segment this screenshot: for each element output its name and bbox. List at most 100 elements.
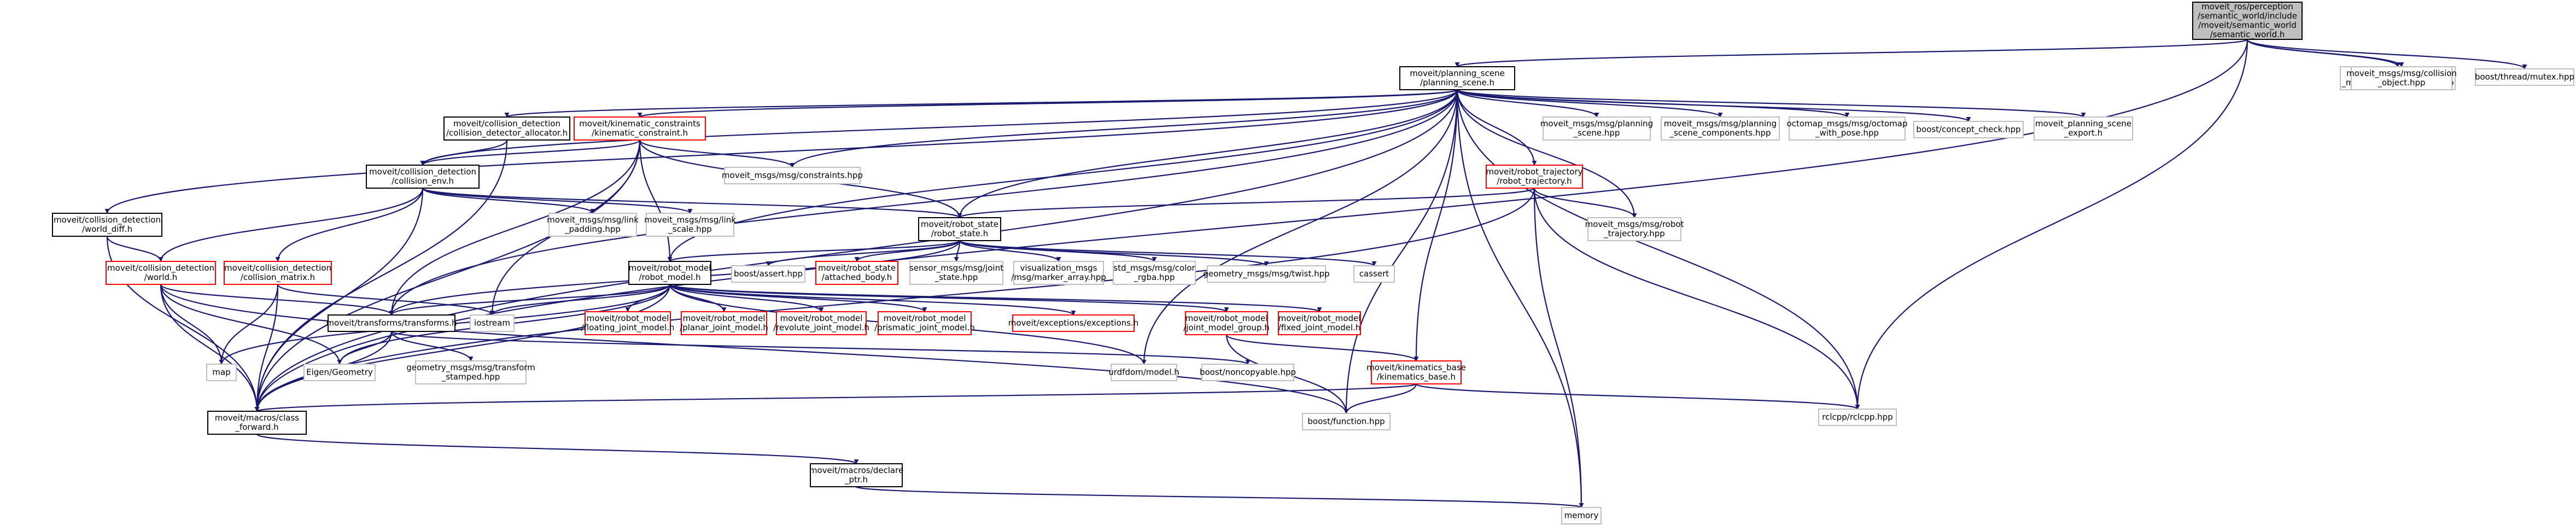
edge-transforms-to-transform-stamped xyxy=(390,331,474,361)
edge-class-forward-to-declare-ptr xyxy=(256,433,859,465)
node-label-line: moveit/macros/declare xyxy=(809,465,903,475)
node-planar-joint[interactable]: moveit/robot_model/planar_joint_model.h xyxy=(680,311,768,335)
node-label-line: memory xyxy=(1564,511,1599,521)
node-urdfdom: urdfdom/model.h xyxy=(1108,364,1179,381)
node-label-line: cassert xyxy=(1359,269,1389,279)
edge-planning-scene-to-ps-export xyxy=(1456,89,2086,118)
node-box xyxy=(1185,311,1268,335)
node-box xyxy=(224,261,332,285)
node-box xyxy=(1661,116,1780,141)
node-box xyxy=(1486,165,1583,189)
node-box xyxy=(646,213,734,237)
node-label-line: Eigen/Geometry xyxy=(306,368,373,377)
node-label-line: /planning_scene.h xyxy=(1420,78,1494,88)
node-world-diff[interactable]: moveit/collision_detection/world_diff.h xyxy=(52,213,162,237)
edge-root-to-collision-object xyxy=(2246,39,2404,67)
node-kinematics-base[interactable]: moveit/kinematics_base/kinematics_base.h xyxy=(1366,360,1466,384)
edge-root-to-planning-scene xyxy=(1455,38,2248,68)
edge-world-to-boost-function xyxy=(160,284,1349,414)
node-constraints: moveit_msgs/msg/constraints.hpp xyxy=(722,167,863,184)
edge-robot-trajectory-to-robot-state xyxy=(957,187,1535,219)
node-noncopyable: boost/noncopyable.hpp xyxy=(1200,364,1296,381)
edge-planning-scene-to-transforms xyxy=(389,89,1458,316)
edge-planning-scene-to-collision-env xyxy=(420,89,1458,166)
node-label-line: moveit/kinematic_constraints xyxy=(579,119,700,129)
node-label-line: /world_diff.h xyxy=(82,224,132,235)
node-collision-matrix[interactable]: moveit/collision_detection/collision_mat… xyxy=(224,261,332,285)
node-label-line: moveit/robot_trajectory xyxy=(1486,167,1582,177)
node-box xyxy=(810,463,903,487)
edge-world-to-map xyxy=(160,284,224,365)
node-box xyxy=(731,265,805,283)
node-joint-model-group[interactable]: moveit/robot_model/joint_model_group.h xyxy=(1183,311,1270,335)
node-class-forward[interactable]: moveit/macros/class_forward.h xyxy=(207,411,307,435)
edge-collision-env-to-robot-state xyxy=(422,187,962,219)
node-cd-allocator[interactable]: moveit/collision_detection/collision_det… xyxy=(443,116,570,141)
edge-planning-scene-to-constraints xyxy=(790,89,1458,168)
edge-robot-state-to-robot-model xyxy=(667,240,961,262)
node-root: moveit_ros/perception/semantic_world/inc… xyxy=(2192,2,2303,40)
node-label-line: rclcpp/rclcpp.hpp xyxy=(1822,412,1892,422)
node-exceptions[interactable]: moveit/exceptions/exceptions.h xyxy=(1008,314,1139,332)
node-collision-env[interactable]: moveit/collision_detection/collision_env… xyxy=(366,165,480,189)
node-box xyxy=(2475,68,2574,86)
node-robot-model[interactable]: moveit/robot_model/robot_model.h xyxy=(628,261,711,285)
edge-planning-scene-to-robot-state xyxy=(957,89,1458,218)
node-floating-joint[interactable]: moveit/robot_model/floating_joint_model.… xyxy=(581,311,675,335)
edge-root-to-mutex xyxy=(2246,38,2527,70)
edge-robot-model-to-prismatic-joint xyxy=(669,283,927,313)
node-label-line: moveit/robot_model xyxy=(587,313,669,324)
node-label-line: /semantic_world/include xyxy=(2198,11,2297,21)
node-marker-array: visualization_msgs/msg/marker_array.hpp xyxy=(1011,261,1106,285)
node-world[interactable]: moveit/collision_detection/world.h xyxy=(106,261,216,285)
edge-kinematic-constraint-to-class-forward xyxy=(254,139,641,412)
node-transforms[interactable]: moveit/transforms/transforms.h xyxy=(326,314,457,332)
node-label-line: moveit_msgs/msg/constraints.hpp xyxy=(722,171,863,181)
node-robot-trajectory[interactable]: moveit/robot_trajectory/robot_trajectory… xyxy=(1486,165,1583,189)
dependency-edges xyxy=(104,38,2527,509)
edge-kinematic-constraint-to-robot-model xyxy=(639,139,673,262)
node-label-line: _with_pose.hpp xyxy=(1815,128,1879,138)
edge-planning-scene-to-class-forward xyxy=(254,89,1458,412)
node-mutex: boost/thread/mutex.hpp xyxy=(2475,68,2574,86)
node-label-line: boost/thread/mutex.hpp xyxy=(2475,72,2574,82)
edge-world-diff-to-world xyxy=(106,236,163,262)
node-box xyxy=(2034,116,2133,141)
node-label-line: moveit_ros/perception xyxy=(2201,2,2293,12)
edge-kinematics-base-to-rclcpp xyxy=(1415,383,1860,410)
node-fixed-joint[interactable]: moveit/robot_model/fixed_joint_model.h xyxy=(1278,311,1361,335)
edge-collision-matrix-to-class-forward xyxy=(254,284,279,412)
node-box xyxy=(878,311,972,335)
node-box xyxy=(1111,364,1177,381)
node-prismatic-joint[interactable]: moveit/robot_model/prismatic_joint_model… xyxy=(874,311,975,335)
node-declare-ptr[interactable]: moveit/macros/declare_ptr.h xyxy=(809,463,903,487)
node-boost-function: boost/function.hpp xyxy=(1302,413,1391,430)
node-robot-state[interactable]: moveit/robot_state/robot_state.h xyxy=(918,217,1001,241)
node-box xyxy=(328,314,455,332)
edge-cd-allocator-to-collision-env xyxy=(420,139,508,166)
node-box xyxy=(2192,2,2303,40)
edge-collision-env-to-class-forward xyxy=(254,188,424,412)
node-box xyxy=(724,167,861,184)
node-kinematic-constraint[interactable]: moveit/kinematic_constraints/kinematic_c… xyxy=(574,116,706,141)
node-boost-assert: boost/assert.hpp xyxy=(731,265,805,283)
edge-world-to-transforms xyxy=(160,284,394,316)
node-box xyxy=(1207,265,1326,283)
edge-robot-model-to-revolute-joint xyxy=(669,284,824,312)
node-box xyxy=(106,261,216,285)
node-box xyxy=(52,213,162,237)
node-collision-object: moveit_msgs/msg/collision_object.hpp xyxy=(2346,66,2457,90)
node-label-line: octomap_msgs/msg/octomap xyxy=(1787,119,1908,129)
header-nodes: moveit_ros/perception/semantic_world/inc… xyxy=(52,2,2574,524)
edge-robot-model-to-joint-model-group xyxy=(669,283,1229,313)
node-label-line: _padding.hpp xyxy=(564,224,621,235)
node-box xyxy=(1201,364,1294,381)
node-box xyxy=(1371,360,1462,384)
node-box xyxy=(415,360,527,384)
node-label-line: /msg/marker_array.hpp xyxy=(1011,272,1106,283)
node-revolute-joint[interactable]: moveit/robot_model/revolute_joint_model.… xyxy=(773,311,869,335)
node-label-line: /fixed_joint_model.h xyxy=(1278,323,1361,333)
node-attached-body[interactable]: moveit/robot_state/attached_body.h xyxy=(815,261,898,285)
node-planning-scene[interactable]: moveit/planning_scene/planning_scene.h xyxy=(1399,66,1515,90)
edge-declare-ptr-to-memory xyxy=(855,486,1584,509)
